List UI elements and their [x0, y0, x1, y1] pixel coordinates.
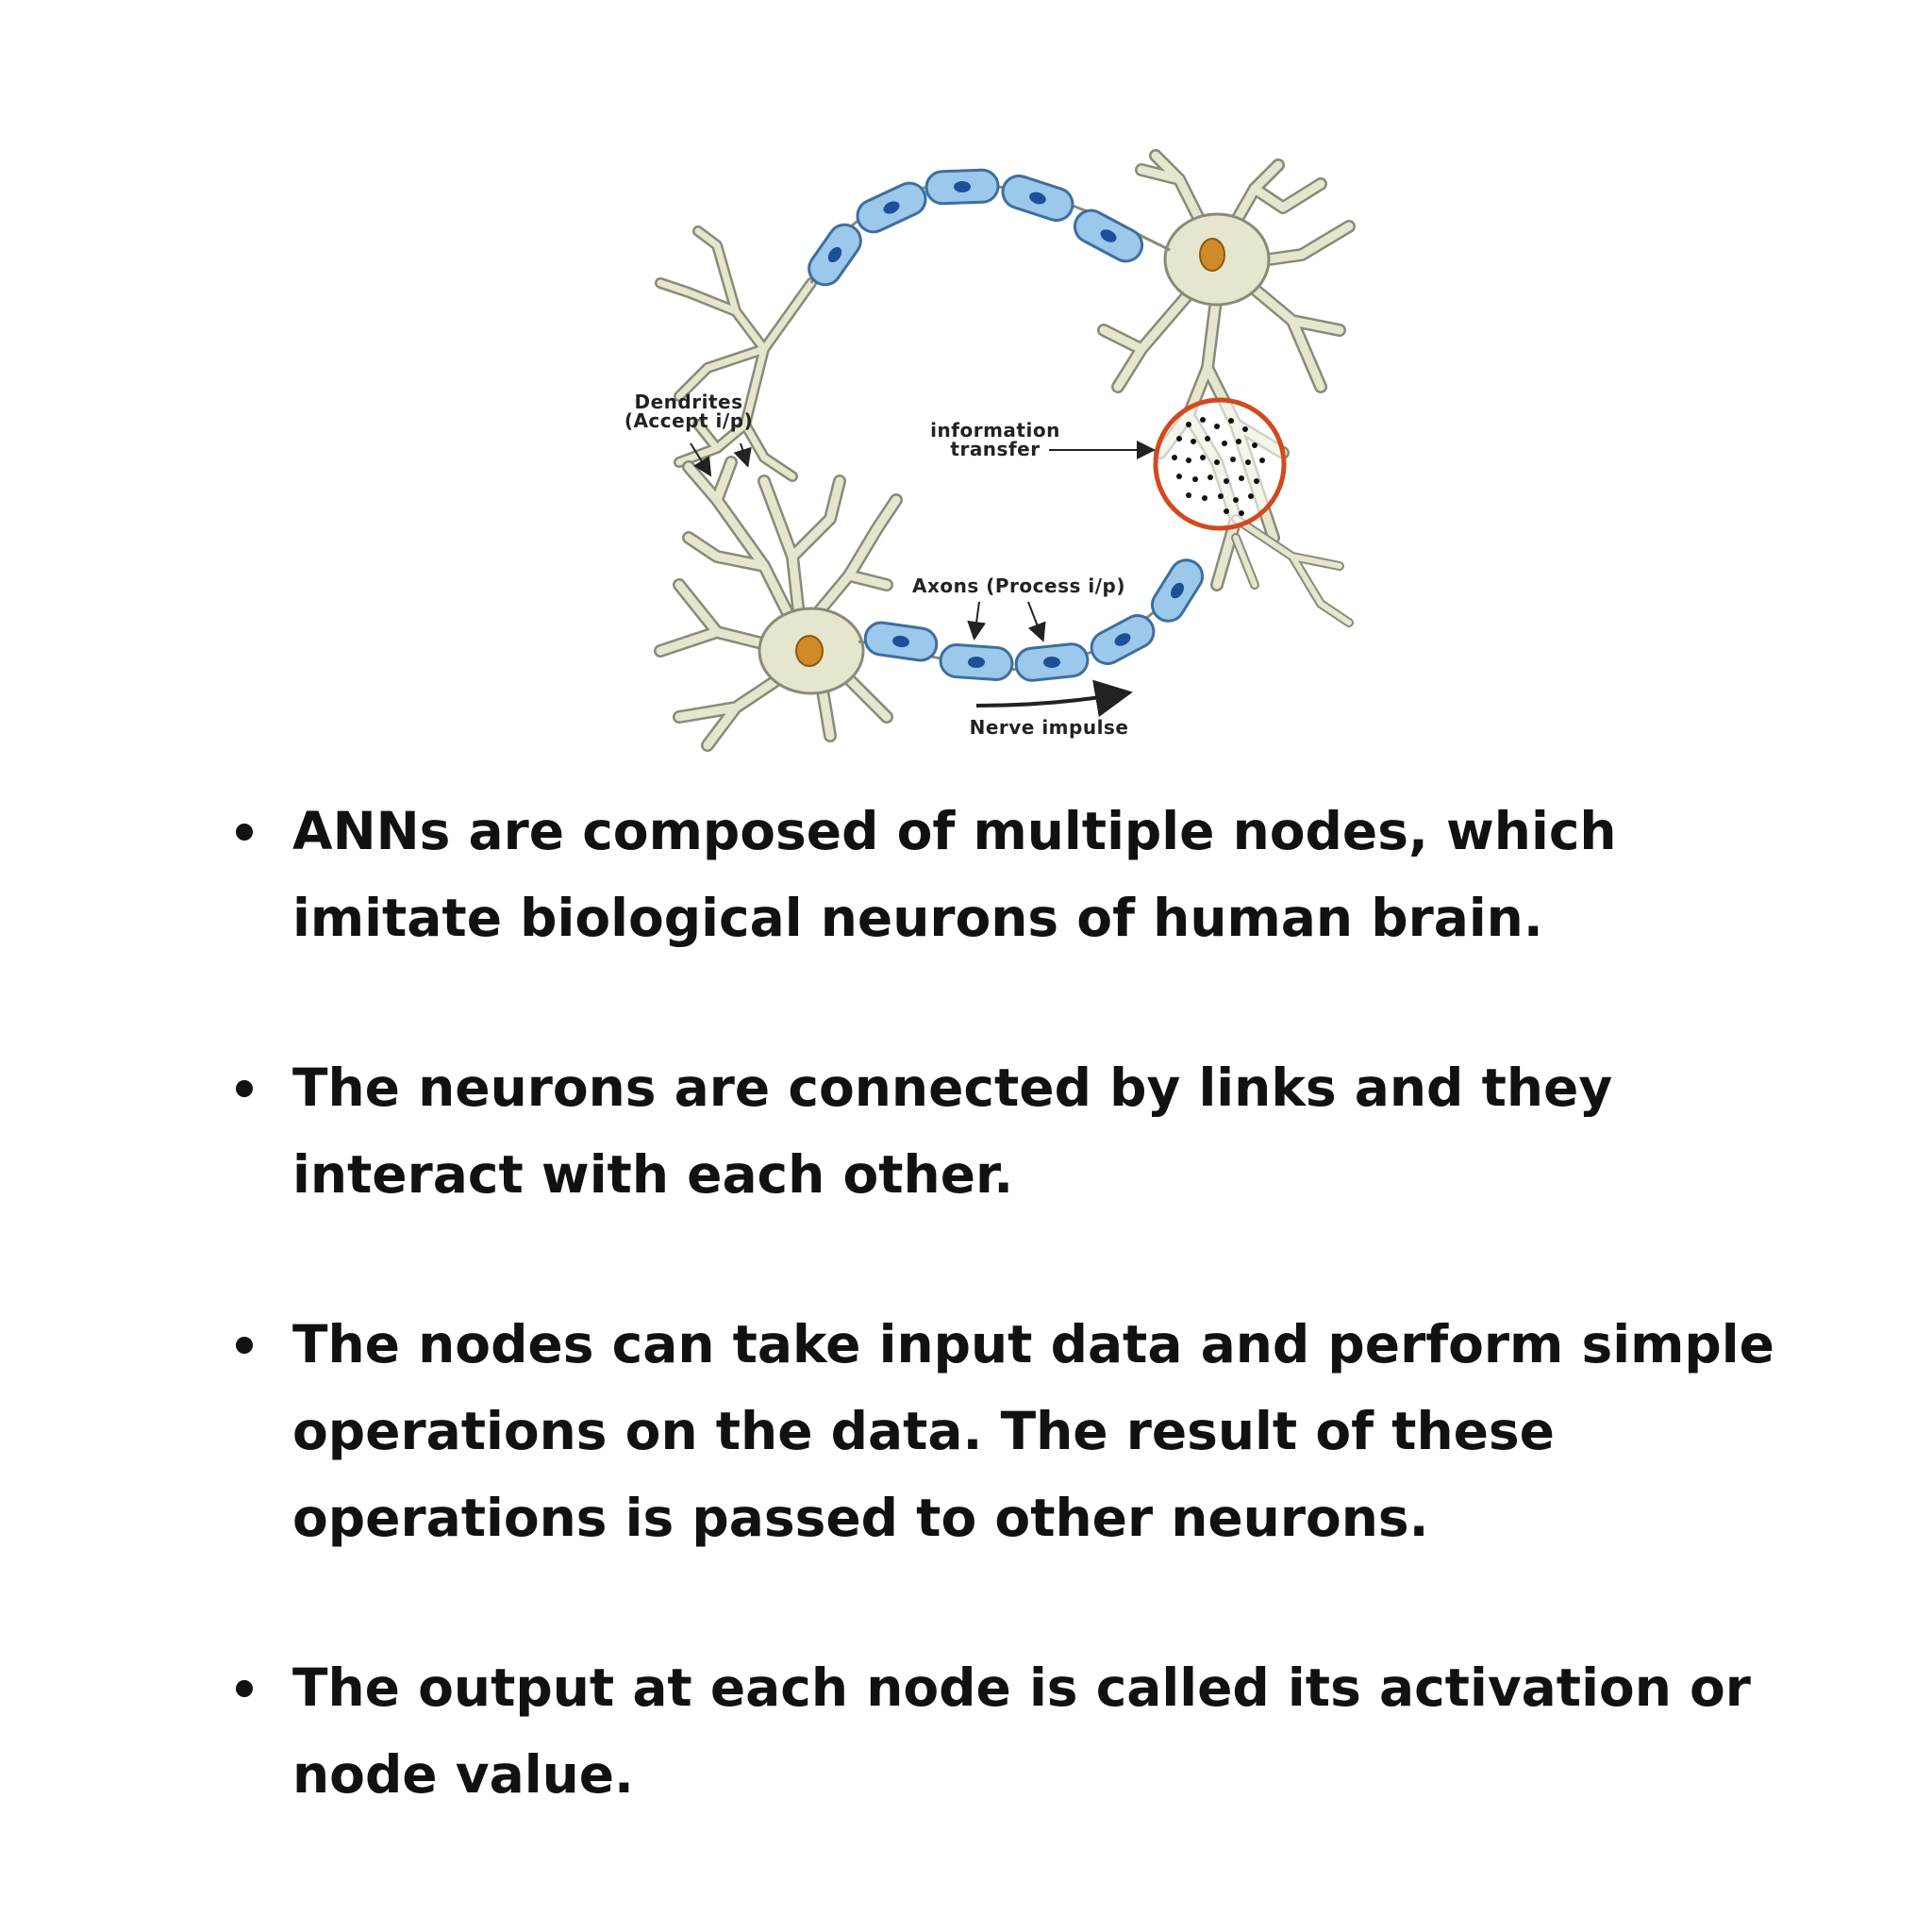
top-axon — [808, 168, 1171, 287]
bullet-text: The neurons are connected by links and t… — [292, 1058, 1613, 1205]
dendrites-label-line2: (Accept i/p) — [625, 409, 753, 432]
dendrites-label-line1: Dendrites — [635, 391, 743, 413]
bullet-item: The nodes can take input data and perfor… — [236, 1301, 1802, 1561]
bullet-dot-icon — [236, 1680, 253, 1697]
axons-label: Axons (Process i/p) — [912, 575, 1125, 597]
bullet-dot-icon — [236, 1337, 253, 1354]
bullet-text: ANNs are composed of multiple nodes, whi… — [292, 801, 1617, 948]
bullet-item: The output at each node is called its ac… — [236, 1644, 1802, 1818]
dendrite-arrows — [690, 442, 752, 477]
bullet-text: The nodes can take input data and perfor… — [292, 1314, 1774, 1548]
information-transfer-label-line1: information — [930, 419, 1060, 441]
bottom-left-nucleus — [795, 635, 824, 667]
nerve-impulse-label: Nerve impulse — [970, 716, 1129, 739]
bullet-item: The neurons are connected by links and t… — [236, 1044, 1802, 1218]
information-transfer-label-line2: transfer — [950, 438, 1040, 460]
bottom-right-dendrite — [1231, 514, 1354, 627]
bullet-text: The output at each node is called its ac… — [292, 1657, 1751, 1805]
bullet-item: ANNs are composed of multiple nodes, whi… — [236, 788, 1802, 961]
neuron-diagram: Dendrites (Accept i/p) information trans… — [625, 149, 1356, 752]
synapse-circle — [1153, 397, 1287, 531]
bullet-dot-icon — [236, 824, 253, 841]
bottom-left-neuron — [654, 456, 903, 752]
nerve-impulse-arrow — [975, 679, 1133, 718]
top-left-dendrite-branch — [655, 225, 817, 482]
bullet-dot-icon — [236, 1080, 253, 1097]
top-left-dendrite-branch-fill — [657, 227, 815, 480]
bullet-list: ANNs are composed of multiple nodes, whi… — [236, 788, 1802, 1901]
top-right-nucleus — [1199, 238, 1225, 272]
bottom-axon — [858, 558, 1205, 682]
axon-arrows — [967, 601, 1046, 642]
